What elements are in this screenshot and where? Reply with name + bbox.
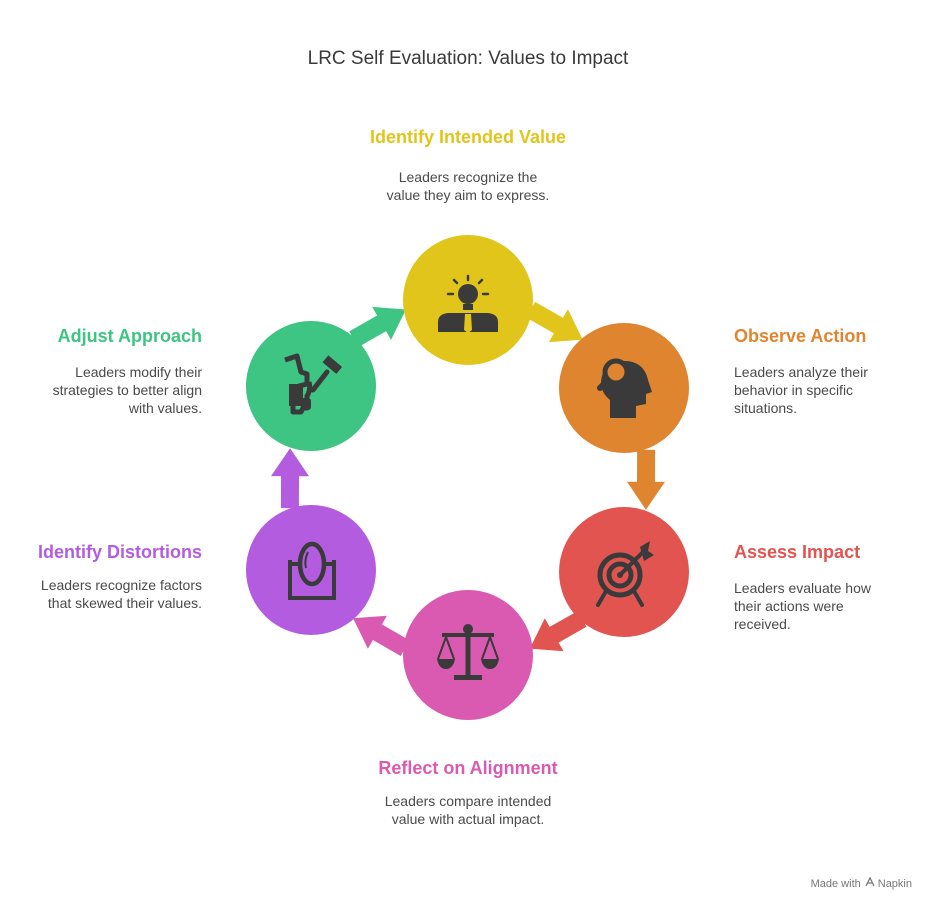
diagram-title: LRC Self Evaluation: Values to Impact [307, 48, 629, 69]
step-title-assess-impact: Assess Impact [734, 542, 861, 562]
step-title-reflect-on-alignment: Reflect on Alignment [378, 758, 558, 778]
arrow-reflect-on-alignment-to-identify-distortions [353, 615, 410, 656]
head-magnifier-icon [597, 358, 652, 418]
made-with-label: Made with [810, 877, 861, 890]
step-title-observe-action: Observe Action [734, 326, 867, 346]
target-arrow-icon [596, 541, 654, 607]
arrow-assess-impact-to-reflect-on-alignment [529, 611, 587, 652]
mirror-icon [288, 541, 336, 600]
footer-attribution[interactable]: Made with Napkin [810, 876, 912, 890]
balance-scale-icon [437, 624, 499, 680]
step-circle-identify-distortions [246, 505, 376, 635]
lightbulb-person-icon [438, 274, 498, 333]
napkin-logo-icon [865, 876, 875, 890]
arrow-identify-distortions-to-adjust-approach [271, 448, 309, 509]
step-title-identify-intended-value: Identify Intended Value [369, 127, 567, 147]
arrow-identify-intended-value-to-observe-action [526, 301, 583, 343]
arrow-observe-action-to-assess-impact [627, 449, 665, 510]
napkin-brand-label: Napkin [877, 877, 912, 890]
step-title-identify-distortions: Identify Distortions [37, 542, 202, 562]
arrow-adjust-approach-to-identify-intended-value [349, 306, 406, 347]
step-title-adjust-approach: Adjust Approach [57, 326, 202, 346]
tools-icon [284, 353, 343, 415]
